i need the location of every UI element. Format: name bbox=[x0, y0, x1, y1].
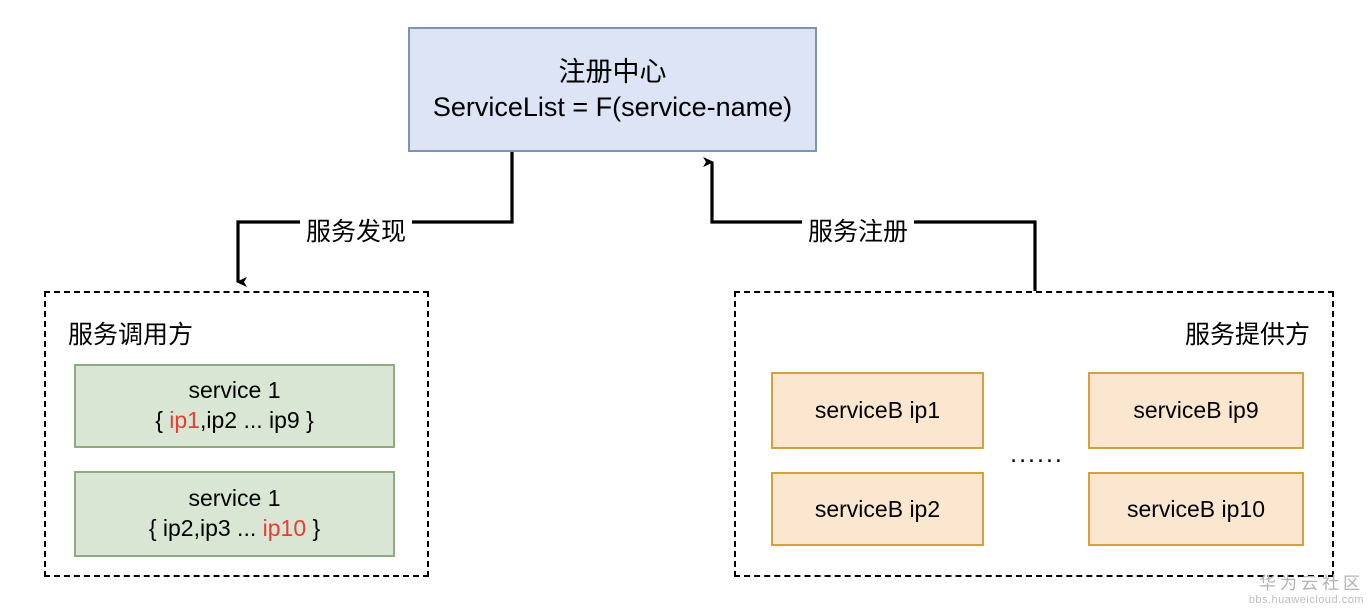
service-consumer-zone: 服务调用方 bbox=[44, 291, 429, 577]
consumer-service-iplist: { ip1,ip2 ... ip9 } bbox=[155, 406, 314, 436]
service-provider-zone: 服务提供方 bbox=[734, 291, 1334, 577]
watermark-url: bbs.huaweicloud.com bbox=[1248, 593, 1364, 606]
registry-center-box: 注册中心 ServiceList = F(service-name) bbox=[408, 27, 817, 152]
provider-ellipsis: ...... bbox=[1010, 440, 1064, 468]
registry-formula: ServiceList = F(service-name) bbox=[432, 91, 793, 122]
consumer-zone-title: 服务调用方 bbox=[68, 321, 194, 349]
consumer-service-iplist: { ip2,ip3 ... ip10 } bbox=[149, 514, 320, 544]
consumer-service-box: service 1 { ip2,ip3 ... ip10 } bbox=[74, 471, 395, 557]
provider-zone-title: 服务提供方 bbox=[1184, 321, 1310, 349]
ip-rest: ,ip2 ... ip9 } bbox=[199, 407, 314, 433]
edge-label-service-discovery: 服务发现 bbox=[300, 212, 413, 248]
provider-instance-box: serviceB ip10 bbox=[1088, 472, 1304, 546]
consumer-service-name: service 1 bbox=[188, 485, 281, 512]
provider-instance-box: serviceB ip1 bbox=[771, 372, 984, 449]
consumer-service-name: service 1 bbox=[188, 377, 281, 404]
watermark: 华为云社区 bbs.huaweicloud.com bbox=[1249, 575, 1364, 606]
watermark-brand: 华为云社区 bbox=[1259, 574, 1364, 594]
ip-rest: } bbox=[306, 515, 321, 541]
ip-prefix: { bbox=[155, 407, 170, 433]
edge-label-service-register: 服务注册 bbox=[802, 212, 915, 248]
provider-instance-box: serviceB ip2 bbox=[771, 472, 984, 546]
ip-prefix: { ip2,ip3 ... bbox=[148, 515, 263, 541]
registry-title: 注册中心 bbox=[558, 56, 667, 87]
consumer-service-box: service 1 { ip1,ip2 ... ip9 } bbox=[74, 364, 395, 448]
ip-highlight: ip1 bbox=[169, 407, 200, 433]
ip-highlight: ip10 bbox=[262, 515, 307, 541]
provider-instance-box: serviceB ip9 bbox=[1088, 372, 1304, 449]
